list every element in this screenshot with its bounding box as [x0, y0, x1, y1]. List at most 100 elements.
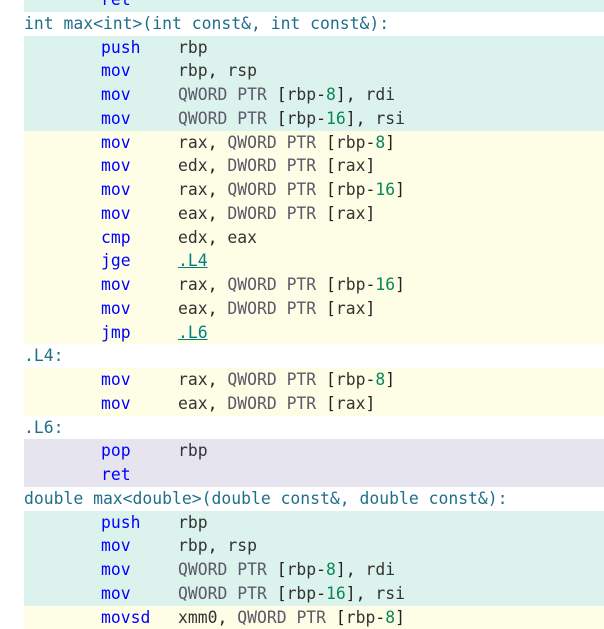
asm-operand-token: 8 — [375, 370, 385, 389]
asm-operands: eax, DWORD PTR [rax] — [178, 202, 375, 226]
asm-operand-token: DWORD PTR — [227, 299, 326, 318]
asm-instruction-line: mov rbp, rsp — [0, 534, 604, 558]
asm-operand-token: [ — [326, 133, 336, 152]
asm-mnemonic: mov — [101, 131, 131, 155]
asm-operand-token: [ — [326, 299, 336, 318]
asm-label-line: int max<int>(int const&, int const&): — [0, 12, 604, 36]
asm-mnemonic: mov — [101, 59, 131, 83]
asm-operand-token: - — [366, 133, 376, 152]
asm-operands: rax, QWORD PTR [rbp-16] — [178, 273, 405, 297]
asm-label: double max<double>(double const&, double… — [24, 487, 508, 511]
asm-operand-token: rax — [336, 299, 366, 318]
asm-operand-token: ], — [336, 85, 366, 104]
asm-operands: rbp — [178, 511, 208, 535]
asm-operand-token: QWORD PTR — [178, 560, 277, 579]
asm-operand-token: 8 — [375, 133, 385, 152]
asm-operand-token: QWORD PTR — [227, 275, 326, 294]
asm-operand-token: rbp — [336, 180, 366, 199]
asm-operand-token: , — [208, 133, 228, 152]
asm-operands: rbp — [178, 36, 208, 60]
asm-operands: edx, eax — [178, 226, 257, 250]
asm-operand-token: ], — [336, 560, 366, 579]
asm-operand-token: eax — [178, 299, 208, 318]
asm-operand-token: eax — [178, 394, 208, 413]
jump-target-link[interactable]: .L4 — [178, 251, 208, 270]
asm-operand-token: rbp — [178, 513, 208, 532]
asm-operand-token: eax — [178, 204, 208, 223]
asm-mnemonic: mov — [101, 368, 131, 392]
asm-mnemonic: push — [101, 511, 140, 535]
asm-operand-token: ] — [366, 204, 376, 223]
asm-operand-token: ] — [366, 299, 376, 318]
asm-operand-token: QWORD PTR — [178, 85, 277, 104]
asm-instruction-line: jge.L4 — [0, 249, 604, 273]
asm-operand-token: 8 — [385, 608, 395, 627]
asm-operand-token: edx — [178, 228, 208, 247]
asm-operand-token: rax — [178, 180, 208, 199]
asm-operand-token: rbp — [178, 38, 208, 57]
asm-operand-token: , — [208, 370, 228, 389]
asm-operand-token: ] — [366, 156, 376, 175]
asm-operand-token: [ — [326, 275, 336, 294]
asm-operands: .L6 — [178, 321, 208, 345]
asm-operand-token: rsp — [227, 61, 257, 80]
asm-operand-token: ], — [346, 109, 376, 128]
asm-operand-token: rdi — [366, 560, 396, 579]
asm-operand-token: rbp — [336, 275, 366, 294]
asm-operand-token: - — [316, 560, 326, 579]
asm-mnemonic: mov — [101, 534, 131, 558]
asm-operand-token: [ — [336, 608, 346, 627]
asm-operand-token: QWORD PTR — [227, 370, 326, 389]
asm-label-line: .L6: — [0, 416, 604, 440]
asm-mnemonic: movsd — [101, 606, 150, 629]
asm-mnemonic: pop — [101, 439, 131, 463]
asm-operand-token: rax — [178, 275, 208, 294]
asm-operand-token: QWORD PTR — [178, 584, 277, 603]
asm-mnemonic: mov — [101, 273, 131, 297]
asm-operand-token: xmm0 — [178, 608, 217, 627]
asm-operand-token: DWORD PTR — [227, 204, 326, 223]
asm-operands: .L4 — [178, 249, 208, 273]
asm-operand-token: , — [208, 61, 228, 80]
asm-operands: QWORD PTR [rbp-16], rsi — [178, 582, 405, 606]
asm-operand-token: rbp — [287, 584, 317, 603]
asm-operands: eax, DWORD PTR [rax] — [178, 297, 375, 321]
asm-operand-token: 16 — [326, 109, 346, 128]
asm-operand-token: eax — [227, 228, 257, 247]
asm-operand-token: ] — [395, 608, 405, 627]
asm-operands: QWORD PTR [rbp-8], rdi — [178, 558, 395, 582]
asm-operands: xmm0, QWORD PTR [rbp-8] — [178, 606, 405, 629]
asm-operand-token: rbp — [346, 608, 376, 627]
asm-operand-token: rbp — [336, 370, 366, 389]
asm-operand-token: 8 — [326, 560, 336, 579]
asm-operand-token: rbp — [287, 560, 317, 579]
jump-target-link[interactable]: .L6 — [178, 323, 208, 342]
asm-instruction-line: movsd xmm0, QWORD PTR [rbp-8] — [0, 606, 604, 629]
asm-operands: QWORD PTR [rbp-16], rsi — [178, 107, 405, 131]
asm-operands: eax, DWORD PTR [rax] — [178, 392, 375, 416]
asm-operand-token: - — [316, 109, 326, 128]
asm-mnemonic: mov — [101, 297, 131, 321]
asm-operand-token: , — [208, 204, 228, 223]
asm-operand-token: rsi — [375, 584, 405, 603]
asm-operand-token: , — [208, 536, 228, 555]
asm-operands: rbp, rsp — [178, 534, 257, 558]
asm-operand-token: ] — [385, 133, 395, 152]
asm-operand-token: , — [208, 180, 228, 199]
asm-operand-token: - — [316, 85, 326, 104]
asm-operand-token: [ — [326, 180, 336, 199]
asm-operand-token: [ — [277, 584, 287, 603]
asm-operand-token: , — [217, 608, 237, 627]
asm-operand-token: - — [366, 370, 376, 389]
asm-operand-token: 16 — [375, 275, 395, 294]
asm-mnemonic: mov — [101, 83, 131, 107]
asm-operand-token: rax — [178, 133, 208, 152]
asm-operand-token: 16 — [326, 584, 346, 603]
